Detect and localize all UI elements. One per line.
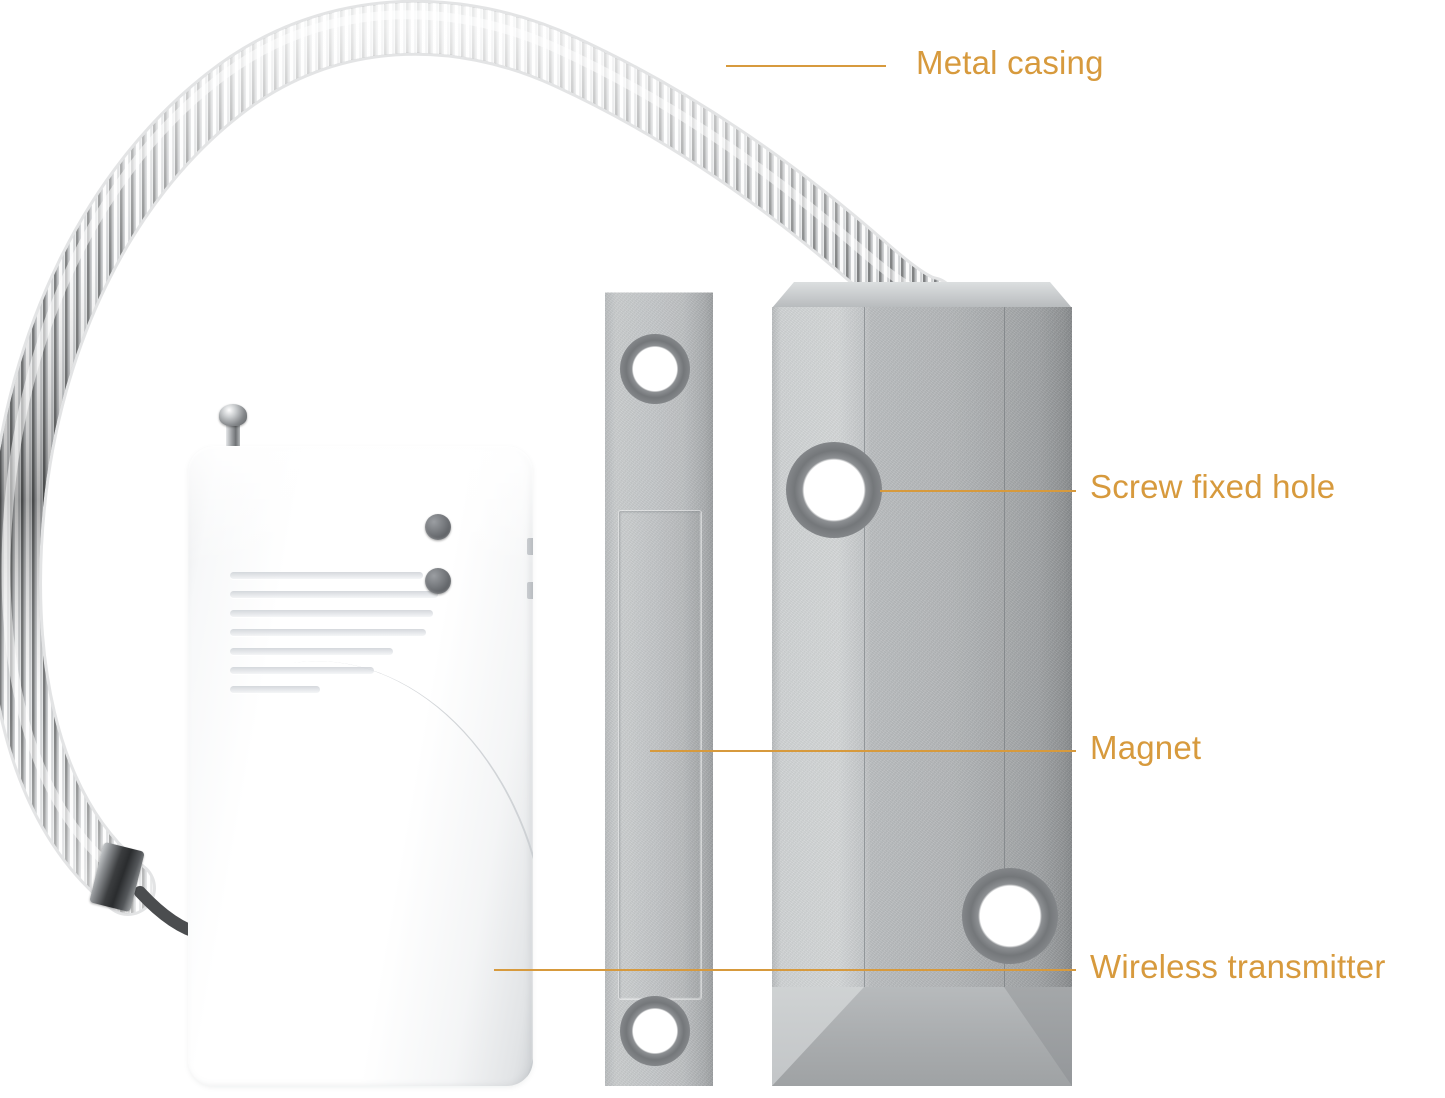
led-indicator-bottom (425, 568, 451, 594)
metal-grain-texture (605, 292, 713, 1086)
leader-line-metal-casing (726, 65, 886, 67)
conduit-ferrule (89, 841, 145, 913)
side-button-upper[interactable] (527, 538, 533, 555)
label-screw-fixed-hole: Screw fixed hole (1090, 468, 1336, 505)
vent-slot (230, 629, 426, 636)
block-edge-seam-right (1004, 307, 1005, 987)
screw-fixed-hole-strip-top (620, 334, 690, 404)
label-magnet: Magnet (1090, 729, 1202, 766)
led-indicator-top (425, 514, 451, 540)
reed-switch-strip (605, 292, 713, 1086)
miter-facet-right (1004, 987, 1072, 1086)
screw-fixed-hole-block-bottom (962, 868, 1058, 964)
vent-slots-group (230, 572, 438, 705)
leader-line-wireless-transmitter (494, 969, 1076, 971)
antenna-tip (219, 404, 247, 426)
magnet-block (772, 282, 1072, 1086)
case-top-gloss (188, 446, 533, 566)
block-top-chamfer (772, 282, 1072, 308)
leader-line-screw-fixed-hole (880, 490, 1076, 492)
vent-slot (230, 686, 320, 693)
wireless-transmitter-body (188, 446, 533, 1086)
strip-inset-panel (618, 510, 702, 1000)
vent-slot (230, 667, 374, 674)
block-edge-seam-left (864, 307, 865, 987)
vent-slot (230, 591, 438, 598)
label-metal-casing: Metal casing (916, 44, 1104, 81)
block-bottom-miter (772, 987, 1072, 1086)
vent-slot (230, 610, 433, 617)
side-button-lower[interactable] (527, 582, 533, 599)
screw-fixed-hole-block-top (786, 442, 882, 538)
vent-slot (230, 648, 393, 655)
screw-fixed-hole-strip-bottom (620, 996, 690, 1066)
leader-line-magnet (650, 750, 1076, 752)
label-wireless-transmitter: Wireless transmitter (1090, 948, 1386, 985)
miter-facet-left (772, 987, 864, 1086)
vent-slot (230, 572, 423, 579)
